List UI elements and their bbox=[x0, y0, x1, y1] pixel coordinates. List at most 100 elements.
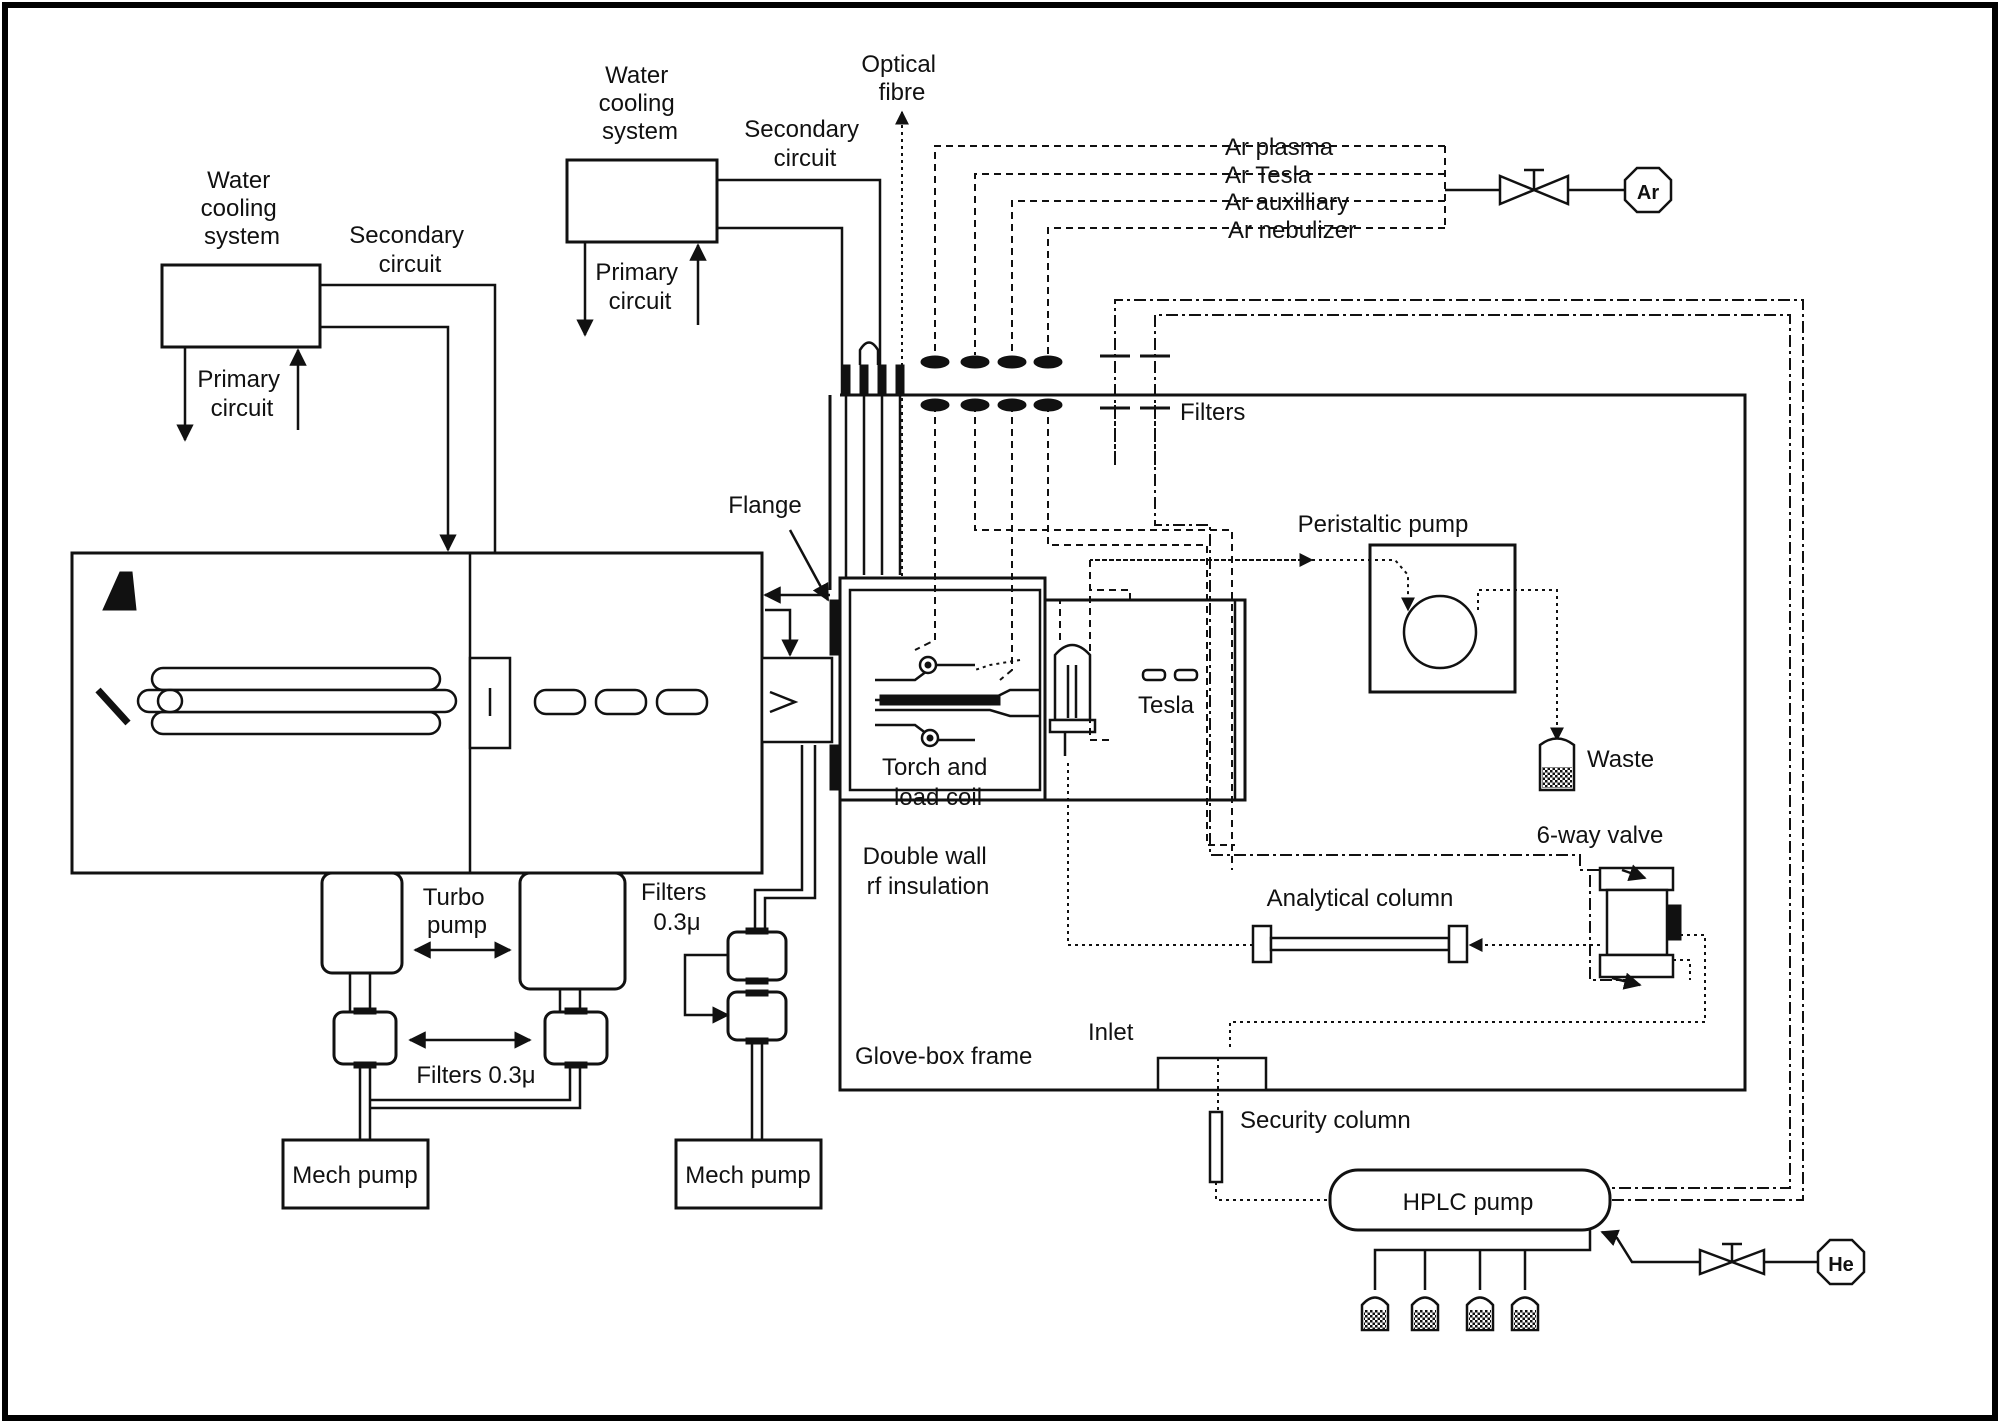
mass-spectrometer: Flange bbox=[70, 492, 853, 875]
interface-cone-housing bbox=[760, 656, 834, 744]
security-column bbox=[1208, 1110, 1224, 1184]
argon-supply: Ar plasma Ar Tesla Ar auxilliary Ar nebu… bbox=[934, 134, 1673, 355]
nebulizer-tesla-box: Tesla bbox=[974, 405, 1247, 870]
ar-plasma-label: Ar plasma bbox=[1225, 134, 1334, 161]
six-way-valve-assembly: 6-way valve Analytical column bbox=[1067, 405, 1706, 1050]
secondary-circuit-line-left-a bbox=[320, 283, 497, 553]
filters-top: Filters bbox=[1100, 354, 1245, 426]
hplc-pump-label: HPLC pump bbox=[1403, 1189, 1534, 1216]
turbo-pump-label: Turbo pump bbox=[423, 884, 491, 939]
glove-box: Glove-box frame bbox=[828, 299, 1804, 1201]
filters-mid-label: Filters 0.3μ bbox=[641, 879, 713, 936]
double-wall-label: Double wall rf insulation bbox=[863, 843, 994, 900]
filter-left-1 bbox=[332, 1010, 398, 1066]
inlet-security: Inlet Security column bbox=[1088, 1019, 1411, 1201]
filters-mid-bypass bbox=[683, 953, 730, 1024]
turbo-pump-1 bbox=[320, 871, 404, 975]
flange-pointer bbox=[788, 529, 830, 602]
ion-lens-3 bbox=[655, 688, 709, 716]
feedthrough-1 bbox=[841, 364, 851, 396]
torch-label: Torch and load coil bbox=[882, 754, 994, 811]
mech-pump-mid-label: Mech pump bbox=[685, 1162, 810, 1189]
valve-body bbox=[1605, 888, 1669, 957]
secondary-circuit-label-center: Secondary circuit bbox=[744, 116, 865, 172]
feedthrough-3 bbox=[877, 364, 887, 396]
peristaltic-pump-label: Peristaltic pump bbox=[1298, 511, 1469, 538]
water-cooling-system-left: Water cooling system Primary circuit Sec… bbox=[160, 167, 497, 553]
valve-bottom-cap bbox=[1598, 953, 1675, 979]
spray-chamber bbox=[1053, 643, 1092, 722]
feedthrough-tubes bbox=[841, 341, 905, 585]
water-cooling-label-center: Water cooling system bbox=[599, 62, 682, 145]
hplc-solvent-line-outer bbox=[1114, 299, 1804, 1201]
ar-nebulizer-line bbox=[1047, 227, 1445, 355]
hplc-to-security-line bbox=[1215, 1182, 1330, 1201]
feedthrough-2 bbox=[859, 364, 869, 396]
secondary-circuit-line-center-a bbox=[717, 178, 882, 395]
secondary-circuit-line-left-b bbox=[320, 325, 457, 552]
analytical-column-tube bbox=[1269, 936, 1451, 952]
feedthrough-4 bbox=[895, 364, 905, 396]
ion-lens-2 bbox=[594, 688, 648, 716]
waste-label: Waste bbox=[1587, 746, 1654, 773]
peristaltic-pump: Peristaltic pump Waste bbox=[1090, 511, 1654, 792]
he-valve-right bbox=[1728, 1248, 1766, 1276]
mech-pump-left-label: Mech pump bbox=[292, 1162, 417, 1189]
feedthrough-loop bbox=[858, 341, 880, 365]
security-column-label: Security column bbox=[1240, 1107, 1411, 1134]
filters-left-label: Filters 0.3μ bbox=[416, 1062, 535, 1089]
torch-assembly: Torch and load coil Double wall rf insul… bbox=[838, 405, 1047, 900]
mech-pump-left bbox=[281, 1138, 430, 1210]
detector-icon bbox=[102, 571, 137, 611]
tesla-label: Tesla bbox=[1138, 692, 1195, 719]
water-cooling-label-left: Water cooling system bbox=[201, 167, 284, 250]
turbo-pump-2 bbox=[518, 871, 627, 991]
ar-auxiliary-line bbox=[1011, 200, 1445, 355]
he-valve-left bbox=[1698, 1248, 1736, 1276]
valve-knob bbox=[1666, 904, 1682, 941]
valve-to-torch-line bbox=[1154, 405, 1600, 871]
ion-lens-1 bbox=[533, 688, 587, 716]
aperture-plate bbox=[468, 656, 512, 750]
he-source-tank bbox=[1816, 1238, 1866, 1286]
ar-nebulizer-label: Ar nebulizer bbox=[1228, 217, 1356, 244]
optical-fibre-label: Optical fibre bbox=[861, 51, 942, 106]
pump-to-waste-line bbox=[1477, 589, 1564, 742]
glove-box-frame-label: Glove-box frame bbox=[855, 1043, 1032, 1070]
hplc-solvent-line-inner bbox=[1154, 314, 1791, 1189]
torch-central-tube bbox=[879, 694, 1001, 706]
ar-plasma-line bbox=[934, 145, 1445, 355]
water-cooling-box-center bbox=[565, 158, 719, 244]
mech-pump-mid bbox=[674, 1138, 823, 1210]
column-end-right bbox=[1447, 924, 1469, 964]
solvent-reservoirs bbox=[1360, 1296, 1540, 1332]
filters-top-label: Filters bbox=[1180, 399, 1245, 426]
inlet-to-valve-line bbox=[1229, 934, 1706, 1050]
water-cooling-box-left bbox=[160, 263, 322, 349]
filter-mid-2 bbox=[726, 990, 788, 1042]
flange-label: Flange bbox=[728, 492, 801, 519]
tesla-coil-left bbox=[1141, 668, 1167, 682]
ar-auxiliary-label: Ar auxilliary bbox=[1225, 189, 1349, 216]
primary-circuit-label-center: Primary circuit bbox=[595, 259, 684, 315]
column-to-nebulizer-line bbox=[1067, 760, 1253, 946]
inlet-label: Inlet bbox=[1088, 1019, 1134, 1046]
ar-valve-left bbox=[1498, 174, 1538, 206]
ar-source-tank bbox=[1623, 166, 1673, 214]
deflector-icon bbox=[95, 687, 131, 726]
glove-box-frame-outline bbox=[838, 393, 1747, 1092]
filter-mid-1 bbox=[726, 930, 788, 982]
hplc-pump-box bbox=[1328, 1168, 1612, 1232]
he-supply-line bbox=[1600, 1229, 1700, 1264]
valve-top-cap bbox=[1598, 866, 1675, 892]
column-end-left bbox=[1251, 924, 1273, 964]
quadrupole-rods-icon bbox=[136, 666, 458, 736]
primary-circuit-label-left: Primary circuit bbox=[197, 366, 286, 422]
filter-left-2 bbox=[543, 1010, 609, 1066]
interface-pump-line: Filters 0.3μ Mech pump bbox=[641, 745, 823, 1210]
inlet-port bbox=[1156, 1056, 1268, 1092]
water-cooling-system-center: Water cooling system Primary circuit Sec… bbox=[565, 62, 882, 395]
